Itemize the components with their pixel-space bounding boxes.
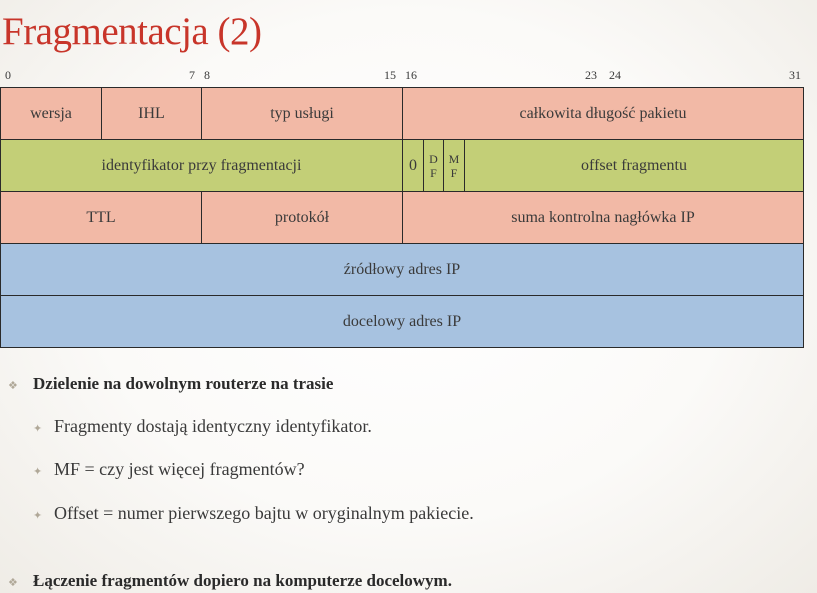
bit-number-15: 15 <box>384 68 396 82</box>
bullet-fragmentation-where: Dzielenie na dowolnym routerze na trasie <box>33 374 334 393</box>
field-flag-mf: M F <box>444 140 465 191</box>
sub-bullet-marker-1: ✦ <box>33 422 43 435</box>
header-row-2: identyfikator przy fragmentacji 0 D F M … <box>0 139 804 192</box>
bit-number-24: 24 <box>609 68 621 82</box>
field-ttl: TTL <box>1 192 202 243</box>
bit-number-7: 7 <box>189 68 195 82</box>
bit-number-31: 31 <box>789 68 801 82</box>
field-flag-df: D F <box>424 140 444 191</box>
field-flag-reserved: 0 <box>403 140 424 191</box>
field-ihl: IHL <box>102 88 202 139</box>
bit-number-23: 23 <box>585 68 597 82</box>
header-row-4: źródłowy adres IP <box>0 243 804 296</box>
header-row-1: wersja IHL typ usługi całkowita długość … <box>0 87 804 140</box>
sub-bullet-offset: Offset = numer pierwszego bajtu w orygin… <box>54 503 474 523</box>
field-destination-address: docelowy adres IP <box>1 296 803 347</box>
bit-number-0: 0 <box>5 68 11 82</box>
bit-number-8: 8 <box>204 68 210 82</box>
field-header-checksum: suma kontrolna nagłówka IP <box>403 192 803 243</box>
flag-mf-bottom: F <box>450 165 458 180</box>
sub-bullet-identifier: Fragmenty dostają identyczny identyfikat… <box>54 416 372 436</box>
flag-df-bottom: F <box>430 165 437 180</box>
slide-title: Fragmentacja (2) <box>2 10 262 53</box>
field-version: wersja <box>1 88 102 139</box>
header-row-3: TTL protokół suma kontrolna nagłówka IP <box>0 191 804 244</box>
field-total-length: całkowita długość pakietu <box>403 88 803 139</box>
field-source-address: źródłowy adres IP <box>1 244 803 295</box>
flag-df-top: D <box>429 151 438 166</box>
sub-bullet-marker-2: ✦ <box>33 465 43 478</box>
field-tos: typ usługi <box>202 88 403 139</box>
bit-number-16: 16 <box>405 68 417 82</box>
bullet-marker-1: ❖ <box>8 379 18 392</box>
bullet-reassembly: Łączenie fragmentów dopiero na komputerz… <box>33 571 452 590</box>
header-row-5: docelowy adres IP <box>0 295 804 348</box>
field-fragment-offset: offset fragmentu <box>465 140 803 191</box>
sub-bullet-marker-3: ✦ <box>33 509 43 522</box>
field-identification: identyfikator przy fragmentacji <box>1 140 403 191</box>
field-protocol: protokół <box>202 192 403 243</box>
bullet-marker-2: ❖ <box>8 576 18 589</box>
flag-mf-top: M <box>448 151 460 166</box>
sub-bullet-mf: MF = czy jest więcej fragmentów? <box>54 459 305 479</box>
